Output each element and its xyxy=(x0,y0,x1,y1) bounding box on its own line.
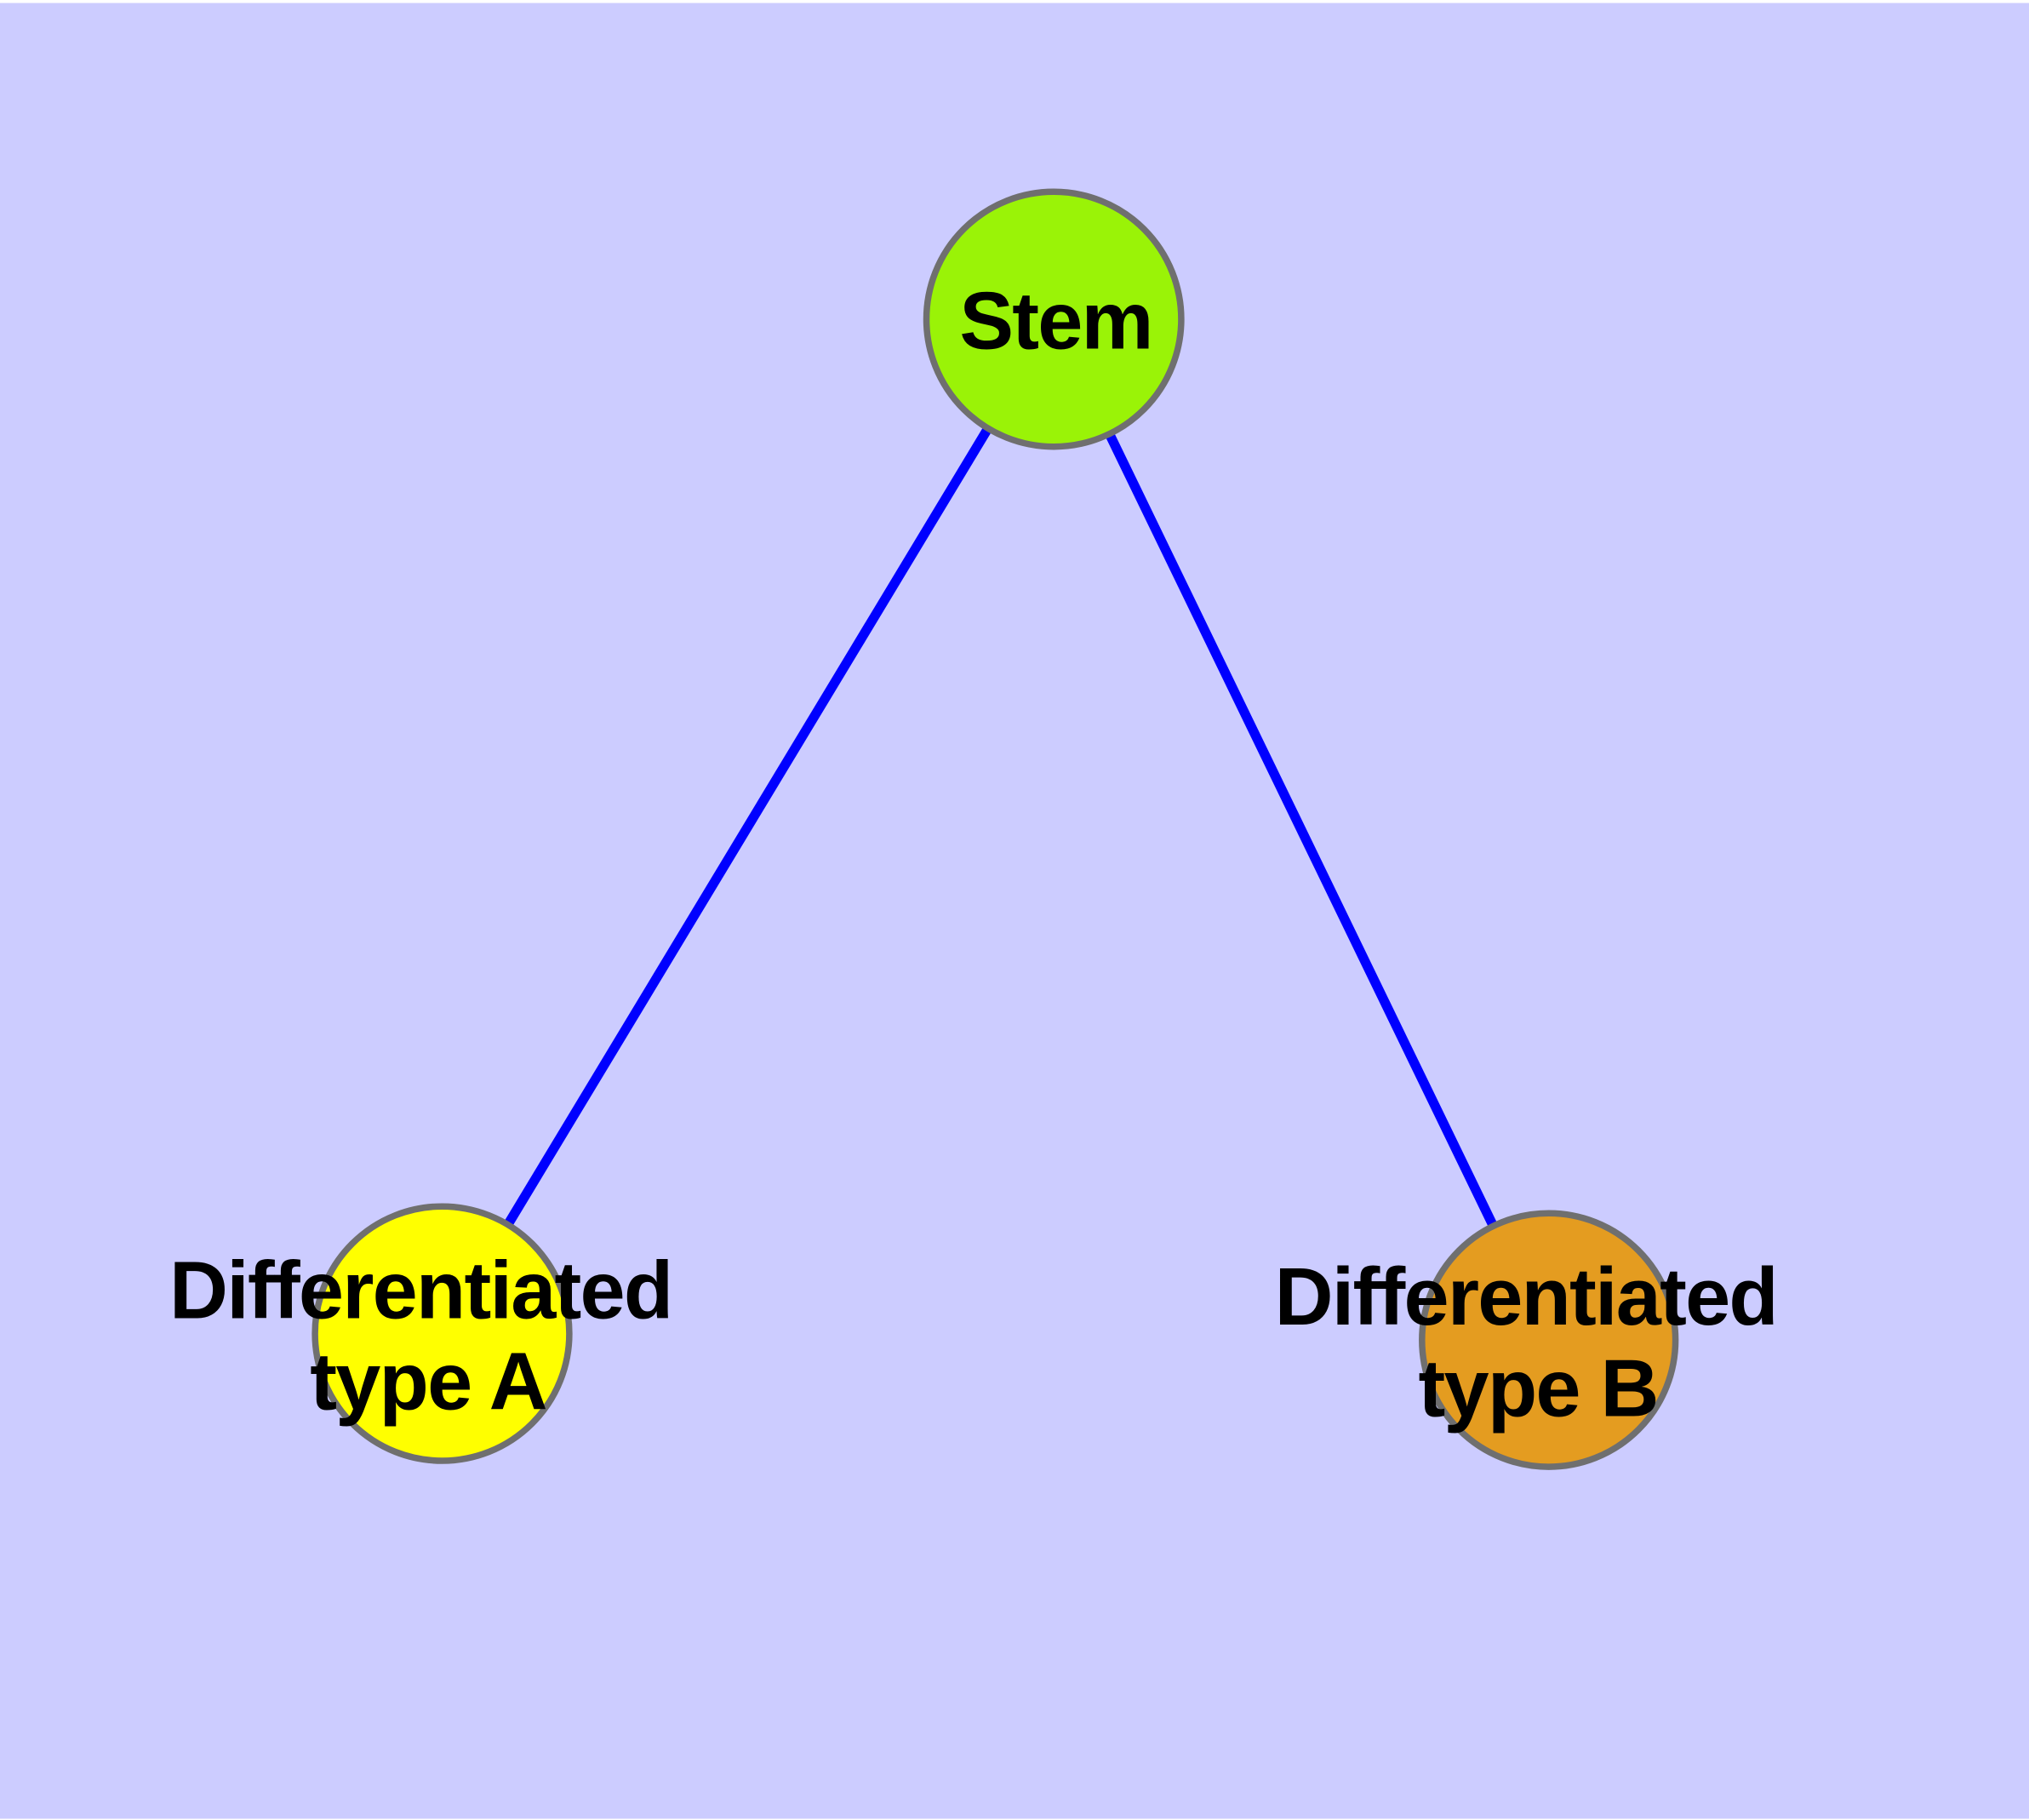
svg-text:Stem: Stem xyxy=(959,277,1152,367)
svg-text:type B: type B xyxy=(1419,1344,1658,1434)
svg-text:Differentiated: Differentiated xyxy=(1275,1252,1777,1342)
svg-text:type A: type A xyxy=(310,1337,546,1428)
svg-text:Differentiated: Differentiated xyxy=(169,1246,672,1336)
